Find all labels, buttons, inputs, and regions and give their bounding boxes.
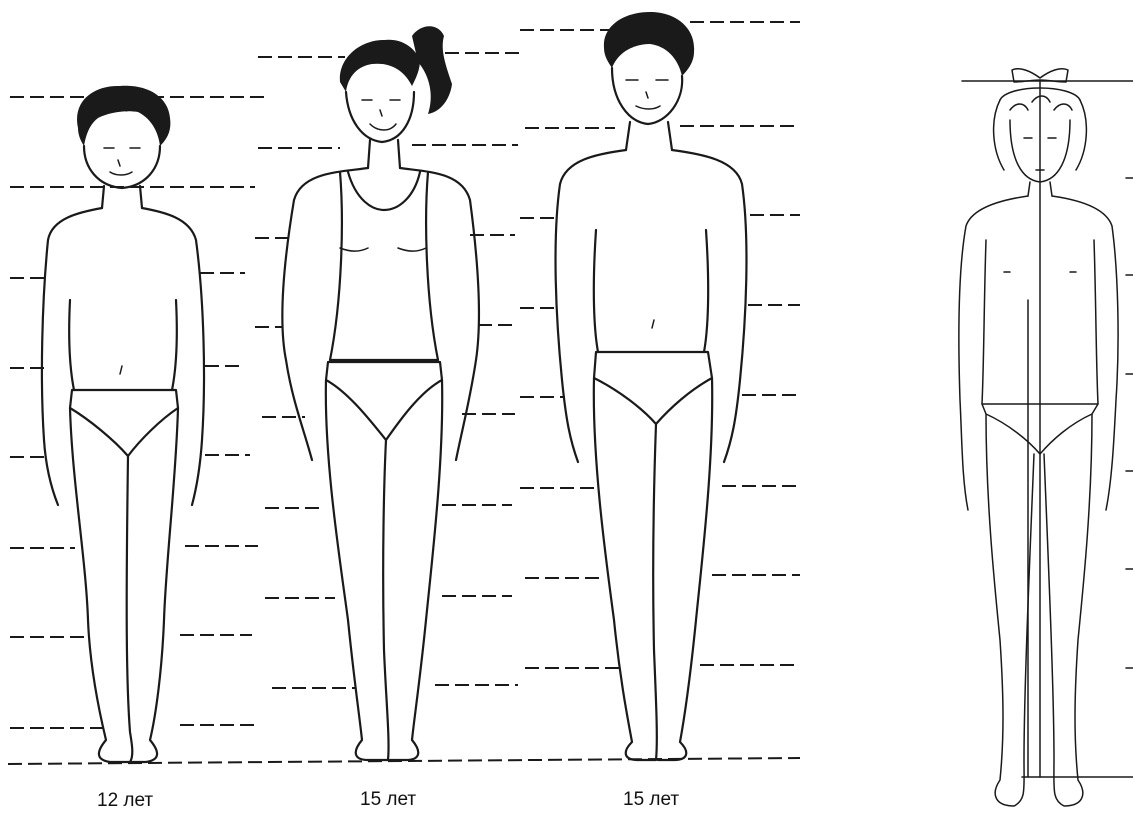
- figure-schematic: [959, 69, 1133, 806]
- caption-boy-12: 12 лет: [97, 790, 153, 812]
- figure-girl-15: [282, 26, 479, 760]
- guide-lines-boy-12: [10, 97, 265, 728]
- caption-boy-15: 15 лет: [623, 789, 679, 811]
- guide-lines-girl-15: [255, 53, 520, 688]
- figure-boy-15: [556, 12, 747, 760]
- guide-lines-boy-15: [520, 22, 800, 668]
- caption-girl-15: 15 лет: [360, 789, 416, 811]
